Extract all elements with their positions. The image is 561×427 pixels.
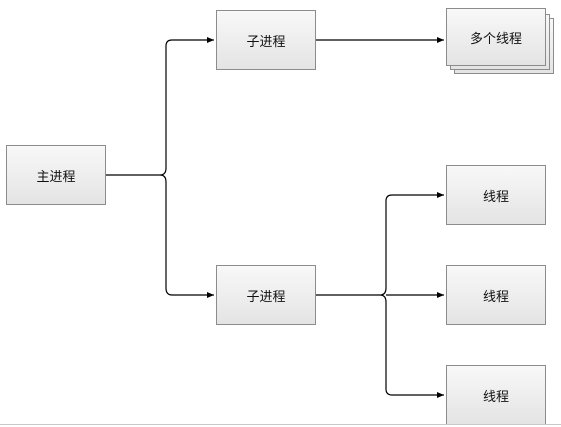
brace-child2 — [379, 194, 393, 396]
main-process-node[interactable]: 主进程 — [6, 145, 106, 205]
multi-threads-node[interactable]: 多个线程 — [446, 8, 546, 66]
thread-label-3: 线程 — [482, 389, 509, 405]
thread-node-1[interactable]: 线程 — [446, 165, 546, 225]
brace-main — [159, 39, 173, 296]
thread-node-2[interactable]: 线程 — [446, 265, 546, 325]
thread-node-3[interactable]: 线程 — [446, 365, 546, 425]
child-process-label-2: 子进程 — [246, 289, 286, 305]
child-process-node-1[interactable]: 子进程 — [216, 10, 316, 70]
thread-label-1: 线程 — [482, 189, 509, 205]
main-process-label: 主进程 — [36, 169, 76, 185]
child-process-node-2[interactable]: 子进程 — [216, 265, 316, 325]
thread-label-2: 线程 — [482, 289, 509, 305]
child-process-label-1: 子进程 — [246, 34, 286, 50]
bottom-divider — [0, 424, 561, 425]
multi-threads-label: 多个线程 — [469, 31, 522, 47]
